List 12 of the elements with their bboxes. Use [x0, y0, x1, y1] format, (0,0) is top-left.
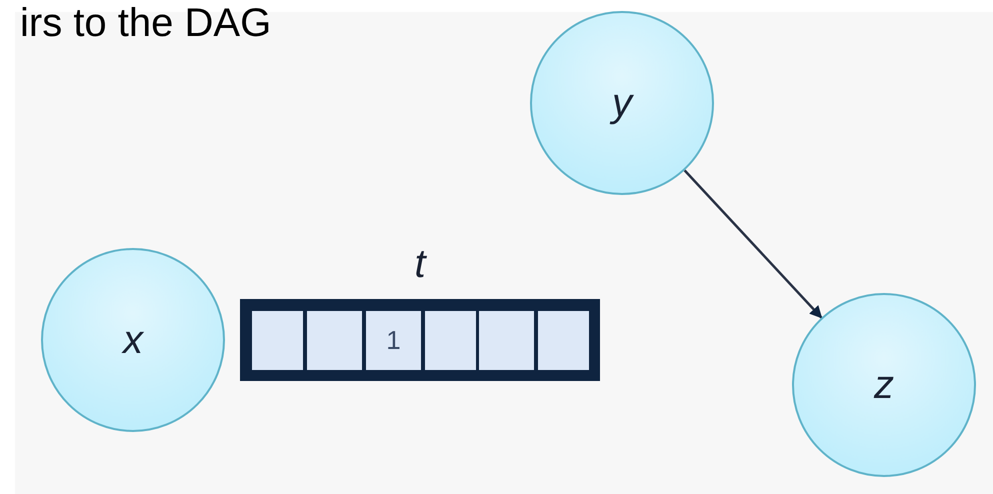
empty-array-cell	[307, 311, 362, 370]
heading-text: irs to the DAG	[20, 0, 272, 46]
empty-array-cell	[538, 311, 589, 370]
variable-label: x	[123, 318, 143, 362]
array-cell: 1	[366, 311, 421, 370]
array-name: t	[413, 241, 428, 287]
variable-label: y	[612, 80, 632, 126]
empty-array-cell	[479, 311, 534, 370]
variable-label: z	[874, 362, 894, 408]
empty-array-cell	[425, 311, 476, 370]
arrow	[684, 170, 822, 319]
empty-array-cell	[252, 311, 303, 370]
